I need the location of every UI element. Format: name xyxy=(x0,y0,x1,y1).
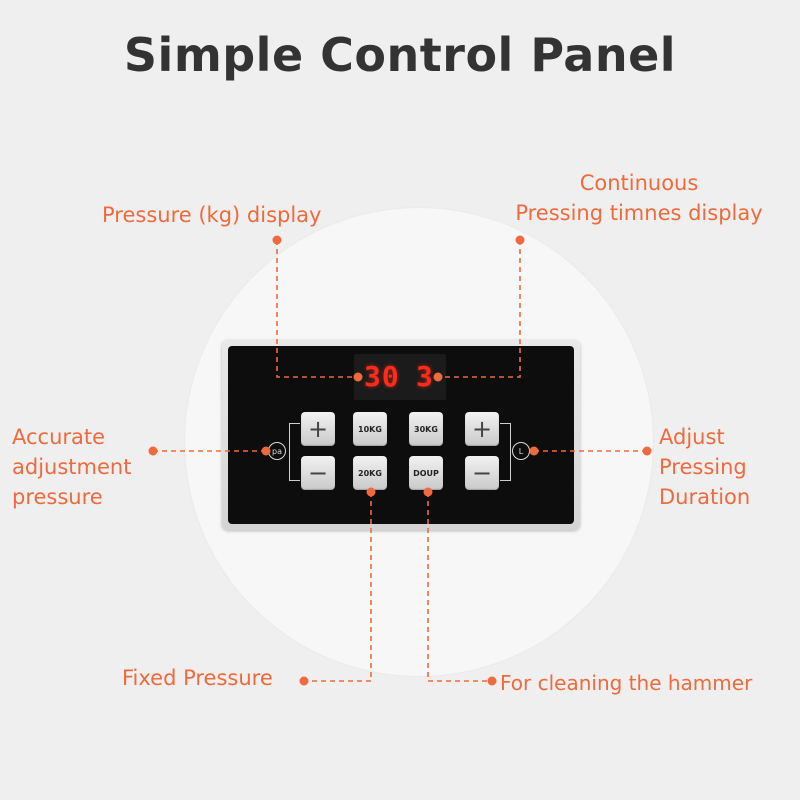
dot-accurate-left xyxy=(148,446,158,456)
label-continuous-line2: Pressing timnes display xyxy=(515,201,763,225)
label-accurate-line2: adjustment xyxy=(12,455,132,479)
pressure-minus-button[interactable]: − xyxy=(301,456,335,490)
leader-times-display xyxy=(438,240,521,378)
label-fixed-pressure: Fixed Pressure xyxy=(122,666,273,690)
label-continuous-line1: Continuous xyxy=(579,171,699,195)
label-adjust-line2: Pressing xyxy=(659,455,747,479)
20kg-button[interactable]: 20KG xyxy=(353,456,387,490)
label-pressure-display: Pressure (kg) display xyxy=(102,203,322,227)
dot-fixed-end xyxy=(299,676,309,686)
dot-adjust-left xyxy=(529,446,539,456)
duration-minus-button[interactable]: − xyxy=(465,456,499,490)
dot-times-top xyxy=(515,235,525,245)
label-adjust-line1: Adjust xyxy=(659,425,725,449)
30kg-button[interactable]: 30KG xyxy=(409,412,443,446)
dot-accurate-right xyxy=(261,446,271,456)
dot-cleaning-top xyxy=(423,487,433,497)
dot-pressure-top xyxy=(272,235,282,245)
page-title: Simple Control Panel xyxy=(123,28,677,82)
dot-adjust-right xyxy=(642,446,652,456)
duration-plus-button[interactable]: + xyxy=(465,412,499,446)
pressure-plus-button[interactable]: + xyxy=(301,412,335,446)
right-bracket xyxy=(500,423,511,481)
pa-icon-label: pa xyxy=(272,446,282,456)
label-adjust-line3: Duration xyxy=(659,485,751,509)
clock-icon-label: L xyxy=(518,446,524,456)
label-accurate-line3: pressure xyxy=(12,485,103,509)
dot-cleaning-end xyxy=(487,676,497,686)
leader-pressure-display xyxy=(276,240,358,378)
dot-times-end xyxy=(433,372,443,382)
times-readout: 3 xyxy=(416,360,433,393)
label-accurate-line1: Accurate xyxy=(12,425,106,449)
led-display xyxy=(354,354,446,400)
label-cleaning: For cleaning the hammer xyxy=(500,671,753,695)
pressure-readout: 30 xyxy=(364,360,400,393)
dot-fixed-top xyxy=(366,487,376,497)
doup-button[interactable]: DOUP xyxy=(409,456,443,490)
left-bracket xyxy=(289,423,300,481)
10kg-button[interactable]: 10KG xyxy=(353,412,387,446)
leader-fixed-pressure xyxy=(304,492,372,682)
leader-cleaning xyxy=(427,492,492,682)
dot-pressure-end xyxy=(353,372,363,382)
